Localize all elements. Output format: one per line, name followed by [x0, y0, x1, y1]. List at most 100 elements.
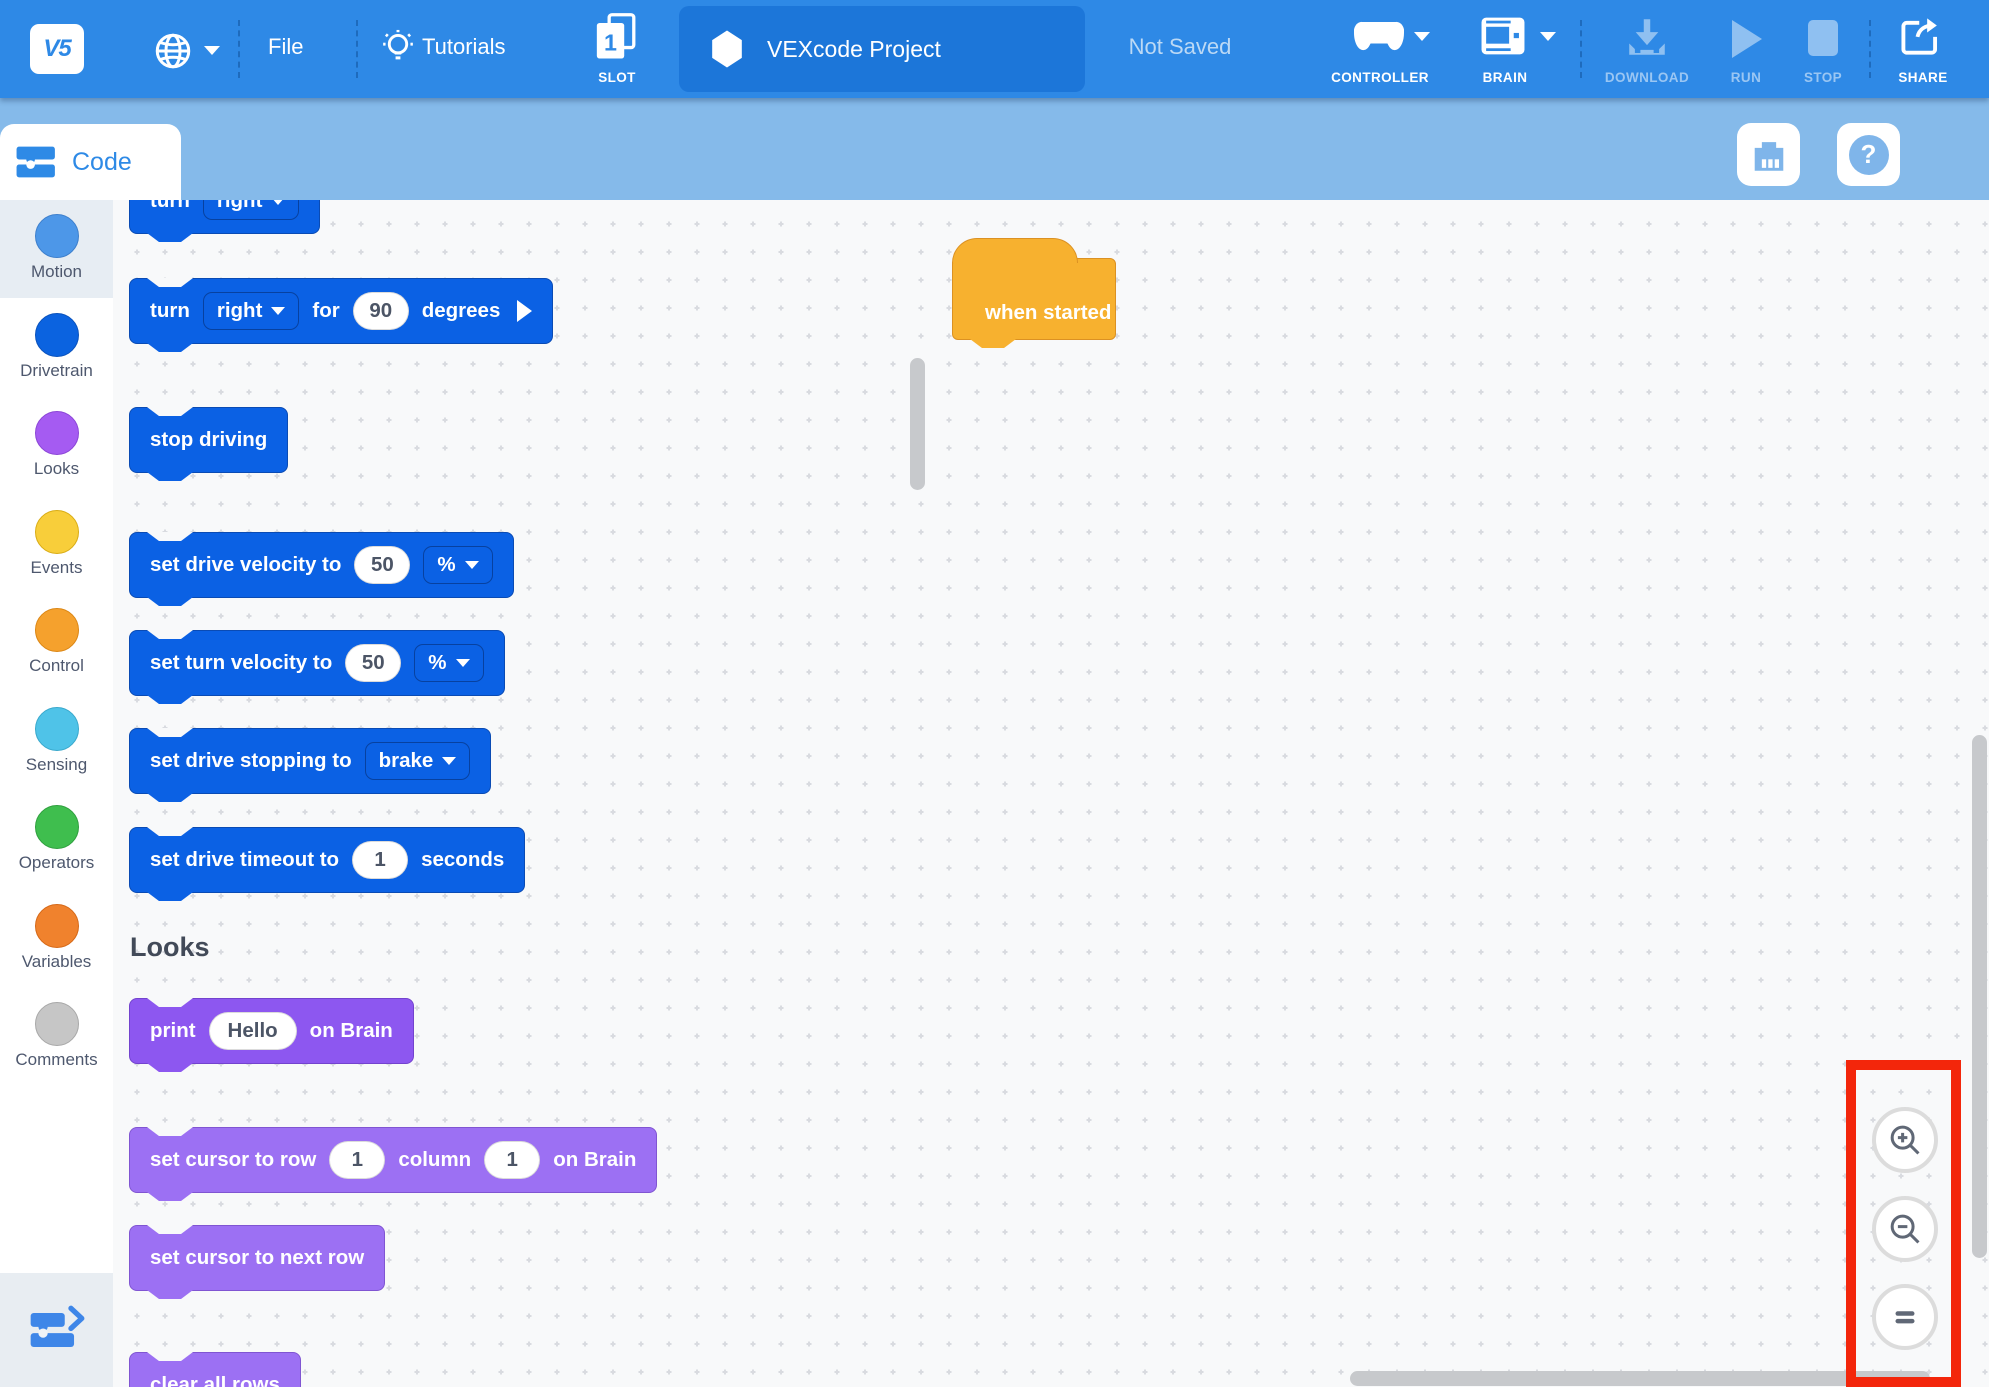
sidebar-item-drivetrain[interactable]: Drivetrain — [0, 299, 113, 397]
dropdown-value: brake — [379, 749, 434, 773]
block-text: stop driving — [150, 428, 267, 452]
sidebar-item-motion[interactable]: Motion — [0, 200, 113, 298]
chevron-down-icon — [442, 757, 456, 765]
set-cursor-next-row-block[interactable]: set cursor to next row — [129, 1225, 385, 1291]
print-block[interactable]: printHelloon Brain — [129, 998, 414, 1064]
turn-for-block[interactable]: turn right for 90 degrees — [129, 278, 553, 344]
toolbar-separator — [356, 20, 358, 78]
category-label: Sensing — [0, 755, 113, 775]
palette-scrollbar[interactable] — [910, 358, 925, 490]
controller-label: CONTROLLER — [1310, 70, 1450, 85]
set-drive-stopping-block[interactable]: set drive stopping to brake — [129, 728, 491, 794]
block-input[interactable]: 1 — [329, 1141, 385, 1179]
category-circle — [35, 805, 79, 849]
block-text: for — [312, 299, 339, 323]
stop-icon — [1808, 20, 1838, 56]
controller-caret-icon[interactable] — [1414, 32, 1430, 41]
blocks-icon — [14, 141, 60, 183]
block-text: degrees — [422, 299, 501, 323]
set-drive-velocity-block[interactable]: set drive velocity to 50% — [129, 532, 514, 598]
category-label: Operators — [0, 853, 113, 873]
globe-icon[interactable] — [152, 30, 194, 77]
turn-block[interactable]: turnright — [129, 200, 320, 234]
vex-v5-logo[interactable]: V5 — [30, 24, 84, 74]
palette-section-header: Looks — [130, 932, 210, 963]
block-text: on Brain — [310, 1019, 393, 1043]
set-drive-timeout-block[interactable]: set drive timeout to1seconds — [129, 827, 525, 893]
block-dropdown[interactable]: brake — [365, 742, 471, 780]
block-dropdown[interactable]: % — [414, 644, 483, 682]
category-circle — [35, 904, 79, 948]
zoom-in-button[interactable] — [1872, 1107, 1938, 1173]
project-name-chip[interactable]: VEXcode Project — [679, 6, 1085, 92]
when-started-block[interactable]: when started — [952, 258, 1116, 340]
sidebar-item-variables[interactable]: Variables — [0, 890, 113, 988]
block-input[interactable]: 1 — [352, 841, 408, 879]
block-dropdown[interactable]: right — [203, 200, 300, 220]
toolbar-separator — [238, 20, 240, 78]
block-text: turn — [150, 299, 190, 323]
category-sidebar: MotionDrivetrainLooksEventsControlSensin… — [0, 200, 113, 1387]
sidebar-item-events[interactable]: Events — [0, 496, 113, 594]
block-input[interactable]: Hello — [209, 1012, 297, 1050]
block-input[interactable]: 50 — [354, 546, 410, 584]
magnifier-plus-icon — [1886, 1121, 1924, 1159]
tutorials-menu[interactable]: Tutorials — [422, 34, 506, 60]
slot-pages-icon[interactable]: 1 — [592, 12, 640, 69]
sidebar-item-sensing[interactable]: Sensing — [0, 693, 113, 791]
brain-device-icon[interactable] — [1480, 16, 1526, 61]
share-icon[interactable] — [1898, 14, 1944, 63]
sidebar-item-looks[interactable]: Looks — [0, 397, 113, 495]
chevron-down-icon — [271, 200, 285, 205]
block-input[interactable]: 90 — [353, 292, 409, 330]
zoom-out-button[interactable] — [1872, 1196, 1938, 1262]
category-label: Looks — [0, 459, 113, 479]
when-started-label: when started — [985, 301, 1111, 325]
category-circle — [35, 1002, 79, 1046]
device-info-button[interactable] — [1737, 123, 1800, 186]
gamepad-icon[interactable] — [1354, 18, 1404, 59]
sidebar-item-comments[interactable]: Comments — [0, 988, 113, 1086]
sidebar-item-operators[interactable]: Operators — [0, 791, 113, 889]
chevron-down-icon — [465, 561, 479, 569]
save-status: Not Saved — [1118, 34, 1242, 60]
language-caret-icon[interactable] — [204, 46, 220, 55]
block-text: set drive stopping to — [150, 749, 352, 773]
block-text: set drive velocity to — [150, 553, 341, 577]
project-name: VEXcode Project — [767, 36, 941, 63]
set-cursor-row-block[interactable]: set cursor to row1column1on Brain — [129, 1127, 657, 1193]
share-label: SHARE — [1890, 70, 1956, 85]
category-circle — [35, 510, 79, 554]
tab-code[interactable]: Code — [0, 124, 181, 200]
dropdown-value: right — [217, 200, 263, 213]
block-input[interactable]: 1 — [484, 1141, 540, 1179]
expand-arrow-icon[interactable] — [517, 300, 532, 322]
slot-label: SLOT — [584, 70, 650, 85]
palette-collapse-button[interactable] — [0, 1273, 113, 1387]
set-turn-velocity-block[interactable]: set turn velocity to50% — [129, 630, 505, 696]
hexagon-icon — [709, 29, 745, 69]
file-menu[interactable]: File — [268, 34, 303, 60]
run-label: RUN — [1705, 70, 1787, 85]
clear-all-rows-block[interactable]: clear all rows — [129, 1352, 301, 1387]
stop-driving-block[interactable]: stop driving — [129, 407, 288, 473]
block-input[interactable]: 50 — [345, 644, 401, 682]
block-dropdown[interactable]: right — [203, 292, 300, 330]
brain-label: BRAIN — [1435, 70, 1575, 85]
category-label: Events — [0, 558, 113, 578]
toolbar-separator — [1580, 20, 1582, 78]
block-dropdown[interactable]: % — [423, 546, 492, 584]
download-icon — [1624, 16, 1670, 63]
help-button[interactable]: ? — [1837, 123, 1900, 186]
collapse-blocks-icon — [26, 1303, 88, 1357]
dropdown-value: % — [437, 553, 455, 577]
lightbulb-icon[interactable] — [378, 28, 418, 75]
sidebar-item-control[interactable]: Control — [0, 594, 113, 692]
brain-caret-icon[interactable] — [1540, 32, 1556, 41]
stop-label: STOP — [1785, 70, 1861, 85]
zoom-reset-button[interactable] — [1872, 1284, 1938, 1350]
canvas-horizontal-scrollbar[interactable] — [1350, 1371, 1930, 1386]
canvas-vertical-scrollbar[interactable] — [1972, 735, 1987, 1258]
block-text: clear all rows — [150, 1373, 280, 1387]
category-label: Comments — [0, 1050, 113, 1070]
